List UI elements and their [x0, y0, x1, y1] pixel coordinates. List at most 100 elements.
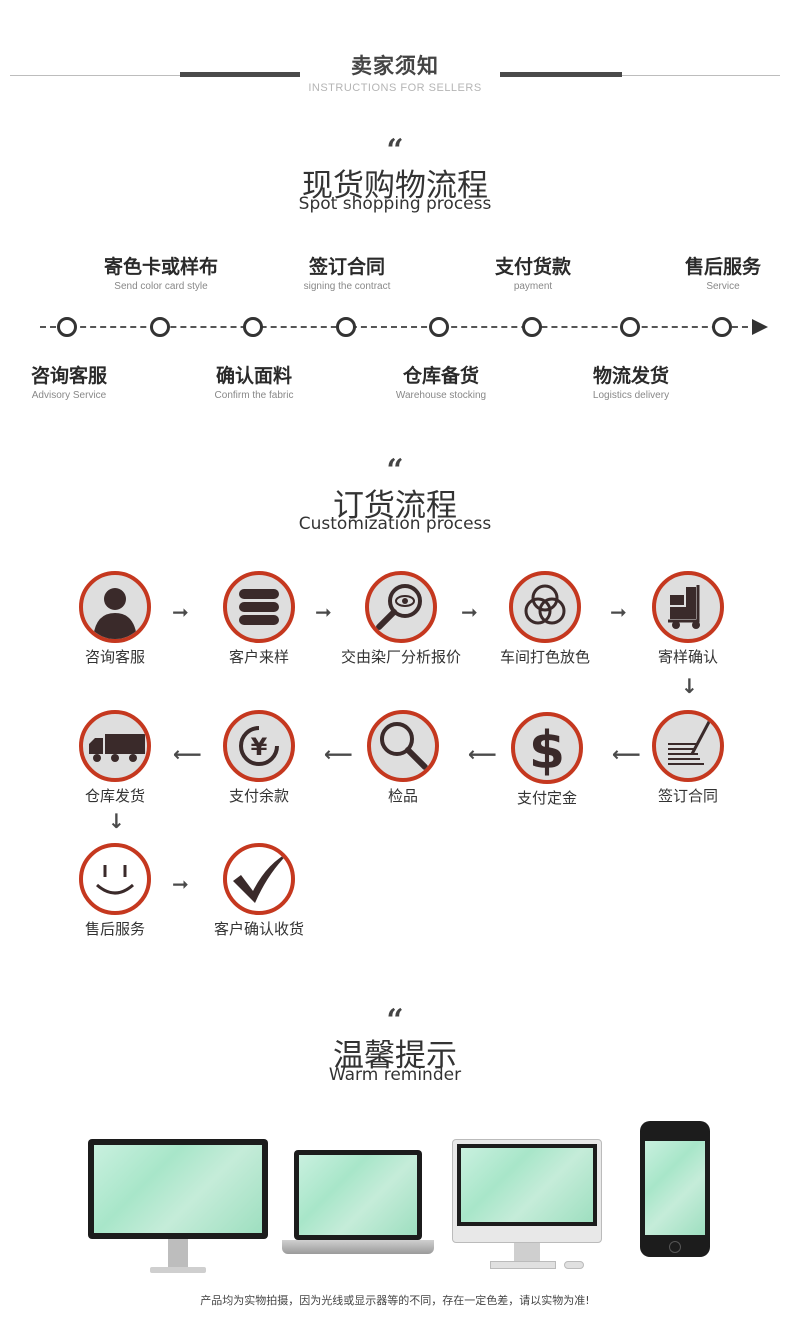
timeline-dot: [243, 317, 263, 337]
step-label: 客户确认收货: [213, 920, 304, 938]
svg-text:¥: ¥: [251, 733, 268, 761]
arrow-down-icon: ↓: [681, 674, 698, 698]
spot-subtitle: Spot shopping process: [298, 194, 492, 214]
step-label: 仓库发货: [84, 787, 145, 805]
quote-mark-icon: “: [386, 133, 404, 168]
reminder-note: 产品均为实物拍摄，因为光线或显示器等的不同，存在一定色差，请以实物为准!: [200, 1294, 590, 1307]
timeline-step-zh: 签订合同: [308, 256, 385, 278]
step-label: 支付定金: [516, 789, 577, 807]
arrow-right-icon: ➞: [610, 600, 627, 624]
arrow-down-icon: ↓: [108, 809, 125, 833]
header-subtitle: INSTRUCTIONS FOR SELLERS: [308, 82, 482, 94]
color-circles-icon: [509, 571, 581, 643]
laptop-image: [282, 1150, 434, 1260]
arrow-left-icon: ⟵: [468, 742, 497, 766]
process-step: 售后服务: [40, 843, 190, 939]
step-label: 寄样确认: [657, 648, 718, 666]
timeline-top-step: 支付货款 payment: [458, 252, 608, 292]
dollar-icon: $: [511, 712, 583, 784]
step-label: 签订合同: [657, 787, 718, 805]
warm-title: 温馨提示: [333, 1038, 457, 1074]
process-step: 签订合同: [613, 710, 763, 806]
timeline-step-en: Advisory Service: [31, 390, 107, 401]
custom-title: 订货流程: [333, 488, 457, 524]
arrow-right-icon: ➞: [461, 600, 478, 624]
header-rule-left: [10, 75, 300, 76]
phone-image: [640, 1121, 710, 1257]
process-step: 客户来样: [184, 571, 334, 667]
timeline-step-en: signing the contract: [303, 281, 391, 292]
timeline-dot: [57, 317, 77, 337]
timeline-bottom-step: 仓库备货 Warehouse stocking: [366, 361, 516, 401]
timeline-step-en: Send color card style: [114, 281, 208, 292]
custom-subtitle: Customization process: [298, 514, 492, 534]
arrow-left-icon: ⟵: [173, 742, 202, 766]
process-step: $ 支付定金: [472, 712, 622, 808]
timeline-step-en: Confirm the fabric: [214, 390, 294, 401]
arrow-left-icon: ⟵: [612, 742, 641, 766]
timeline-step-en: Service: [706, 281, 740, 292]
timeline-arrow-icon: [752, 319, 768, 335]
timeline-step-en: Logistics delivery: [592, 390, 670, 401]
timeline-bottom-step: 确认面料 Confirm the fabric: [179, 361, 329, 401]
timeline-dot: [429, 317, 449, 337]
arrow-left-icon: ⟵: [324, 742, 353, 766]
arrow-right-icon: ➞: [315, 600, 332, 624]
timeline-step-zh: 寄色卡或样布: [103, 256, 218, 278]
process-step: 检品: [328, 710, 478, 806]
timeline-dot: [620, 317, 640, 337]
magnifier-eye-icon: [365, 571, 437, 643]
step-label: 支付余款: [228, 787, 289, 805]
desktop-monitor-image: [88, 1139, 268, 1279]
timeline-step-zh: 咨询客服: [30, 365, 107, 387]
timeline-step-zh: 支付货款: [494, 256, 571, 278]
process-step: 客户确认收货: [184, 843, 334, 939]
process-step: 仓库发货: [40, 710, 190, 806]
step-label: 车间打色放色: [499, 648, 590, 666]
timeline-bottom-step: 咨询客服 Advisory Service: [0, 361, 144, 401]
timeline-top-step: 寄色卡或样布 Send color card style: [86, 252, 236, 292]
header-title: 卖家须知: [351, 54, 439, 78]
checkmark-icon: [223, 843, 295, 915]
svg-text:$: $: [529, 721, 565, 780]
process-step: 寄样确认: [613, 571, 763, 667]
spot-title: 现货购物流程: [302, 168, 488, 204]
contract-pen-icon: [652, 710, 724, 782]
hand-truck-icon: [652, 571, 724, 643]
timeline-dot: [150, 317, 170, 337]
timeline-step-en: Warehouse stocking: [395, 390, 487, 401]
process-step: 交由染厂分析报价: [326, 571, 476, 667]
process-step: 车间打色放色: [470, 571, 620, 667]
smiley-icon: [79, 843, 151, 915]
process-step: ¥ 支付余款: [184, 710, 334, 806]
warm-subtitle: Warm reminder: [328, 1065, 462, 1085]
magnifier-icon: [367, 710, 439, 782]
timeline-top-step: 签订合同 signing the contract: [272, 252, 422, 292]
fabric-stack-icon: [223, 571, 295, 643]
header-bar-left: [180, 72, 300, 77]
header-rule-right: [500, 75, 780, 76]
timeline-step-zh: 确认面料: [215, 365, 292, 387]
person-icon: [79, 571, 151, 643]
timeline-dot: [336, 317, 356, 337]
yen-icon: ¥: [223, 710, 295, 782]
timeline-line: [40, 326, 758, 328]
timeline-step-en: payment: [513, 281, 553, 292]
step-label: 交由染厂分析报价: [340, 648, 461, 666]
imac-image: [452, 1139, 602, 1273]
arrow-right-icon: ➞: [172, 600, 189, 624]
step-label: 客户来样: [228, 648, 289, 666]
timeline-dot: [712, 317, 732, 337]
timeline-dot: [522, 317, 542, 337]
quote-mark-icon: “: [386, 1003, 404, 1038]
step-label: 检品: [387, 787, 418, 805]
timeline-step-zh: 售后服务: [684, 256, 761, 278]
header-bar-right: [500, 72, 622, 77]
truck-icon: [79, 710, 151, 782]
timeline-top-step: 售后服务 Service: [648, 252, 790, 292]
step-label: 咨询客服: [84, 648, 145, 666]
timeline-step-zh: 仓库备货: [402, 365, 479, 387]
quote-mark-icon: “: [386, 453, 404, 488]
arrow-right-icon: ➞: [172, 872, 189, 896]
step-label: 售后服务: [84, 920, 145, 938]
